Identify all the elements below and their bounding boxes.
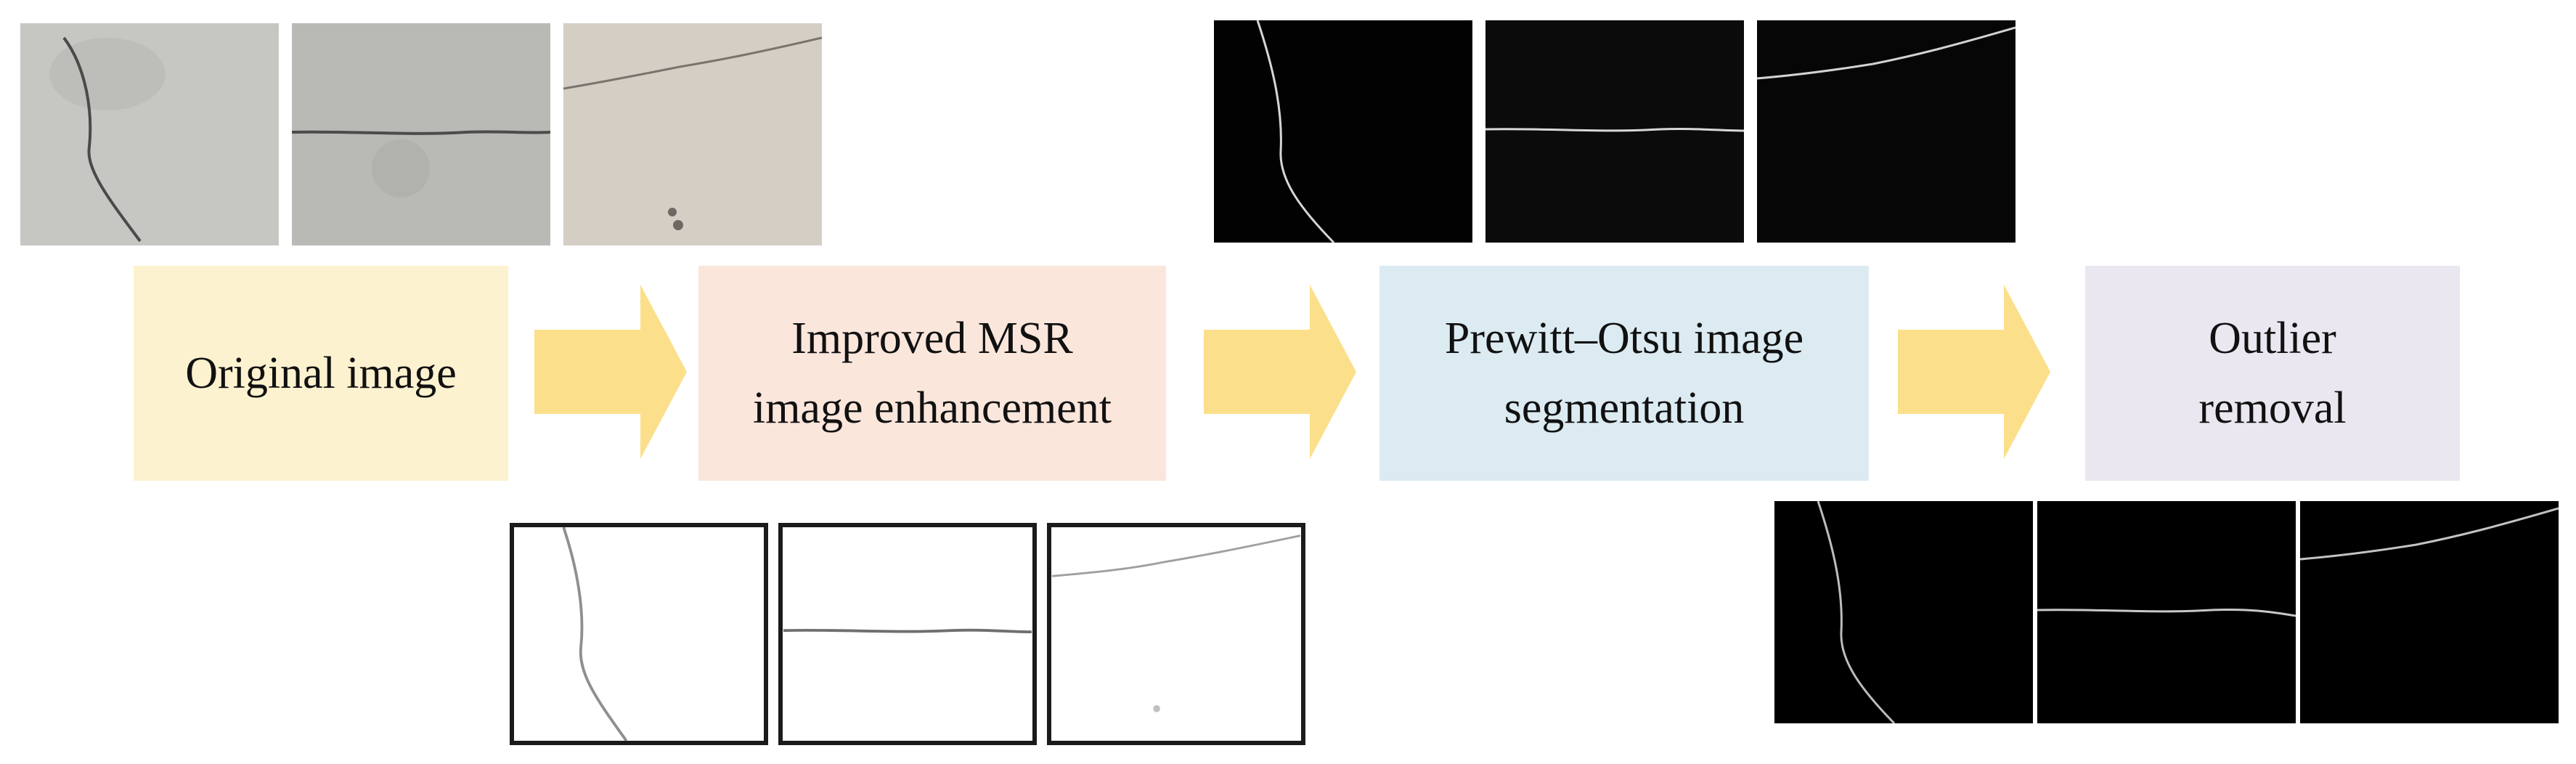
step-label-line1: Original image — [185, 349, 457, 398]
step-original-image: Original image — [134, 266, 508, 481]
flow-arrow-icon — [534, 285, 687, 459]
segmented-image-3 — [1757, 20, 2015, 243]
enhanced-image-3 — [1047, 523, 1305, 745]
step-improved-msr: Improved MSR image enhancement — [698, 266, 1166, 481]
segmented-image-1 — [1214, 20, 1472, 243]
step-outlier-removal: Outlier removal — [2085, 266, 2460, 481]
step-label-line2: removal — [2198, 383, 2347, 433]
step-label-line2: segmentation — [1504, 383, 1745, 433]
step-prewitt-otsu: Prewitt–Otsu image segmentation — [1379, 266, 1869, 481]
flow-arrow-icon — [1204, 285, 1356, 459]
original-image-2 — [292, 23, 550, 245]
step-label-line1: Improved MSR — [791, 314, 1073, 363]
outlier-removed-image-3 — [2300, 501, 2559, 723]
step-label-line1: Outlier — [2209, 314, 2336, 363]
outlier-removed-image-1 — [1774, 501, 2033, 723]
enhanced-image-2 — [778, 523, 1037, 745]
original-image-1 — [20, 23, 279, 245]
outlier-removed-image-2 — [2037, 501, 2296, 723]
enhanced-image-1 — [510, 523, 768, 745]
step-label-line2: image enhancement — [752, 383, 1112, 433]
step-label-line1: Prewitt–Otsu image — [1444, 314, 1804, 363]
segmented-image-2 — [1485, 20, 1744, 243]
original-image-3 — [563, 23, 822, 245]
flow-arrow-icon — [1898, 285, 2050, 459]
